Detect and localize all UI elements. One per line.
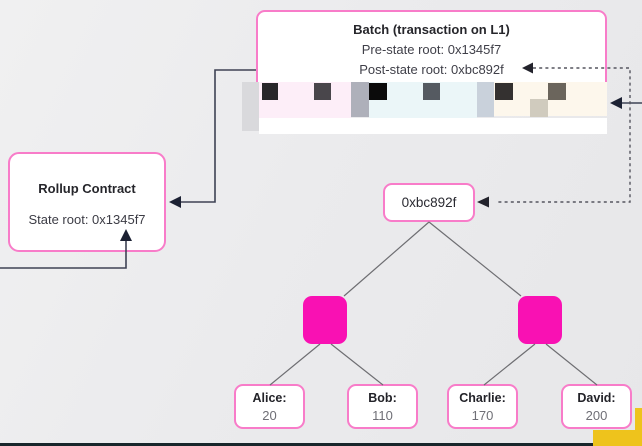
data-strip-block <box>262 83 278 100</box>
data-strip-block <box>530 99 548 117</box>
arrowhead-left-icon <box>169 196 181 208</box>
leaf-value: 200 <box>585 408 608 423</box>
leaf-value: 170 <box>471 408 494 423</box>
rollup-contract-title: Rollup Contract <box>38 181 136 196</box>
leaf-node-alice: Alice: 20 <box>234 384 305 429</box>
data-strip-block <box>242 82 259 131</box>
data-strip-block <box>495 83 513 100</box>
corner-accent-yellow <box>593 430 642 446</box>
rollup-contract-box: Rollup Contract State root: 0x1345f7 <box>8 152 166 252</box>
merkle-internal-node-left <box>303 296 347 344</box>
data-strip-block <box>351 82 369 117</box>
leaf-name: Bob: <box>368 391 397 405</box>
data-strip-block <box>369 83 387 100</box>
post-state-root-text: Post-state root: 0xbc892f <box>359 61 504 77</box>
data-strip <box>242 82 607 135</box>
corner-accent-yellow <box>635 408 642 430</box>
merkle-root-label: 0xbc892f <box>401 195 457 210</box>
leaf-value: 110 <box>372 408 393 423</box>
merkle-root-node: 0xbc892f <box>383 183 475 222</box>
leaf-name: Alice: <box>252 391 287 405</box>
leaf-node-david: David: 200 <box>561 384 632 429</box>
arrowhead-left-icon <box>477 196 489 208</box>
pre-state-root-text: Pre-state root: 0x1345f7 <box>361 42 502 57</box>
bottom-edge-bar <box>0 443 642 446</box>
data-strip-block <box>259 118 607 134</box>
data-strip-block <box>423 83 440 100</box>
leaf-node-bob: Bob: 110 <box>347 384 418 429</box>
data-strip-block <box>314 83 331 100</box>
merkle-internal-node-right <box>518 296 562 344</box>
batch-title: Batch (transaction on L1) <box>353 22 510 37</box>
state-root-text: State root: 0x1345f7 <box>28 212 146 227</box>
leaf-name: David: <box>577 391 616 405</box>
arrowhead-left-icon <box>610 97 622 109</box>
leaf-name: Charlie: <box>459 391 506 405</box>
data-strip-block <box>477 82 494 117</box>
leaf-node-charlie: Charlie: 170 <box>447 384 518 429</box>
leaf-value: 20 <box>262 408 277 423</box>
data-strip-block <box>548 83 566 100</box>
